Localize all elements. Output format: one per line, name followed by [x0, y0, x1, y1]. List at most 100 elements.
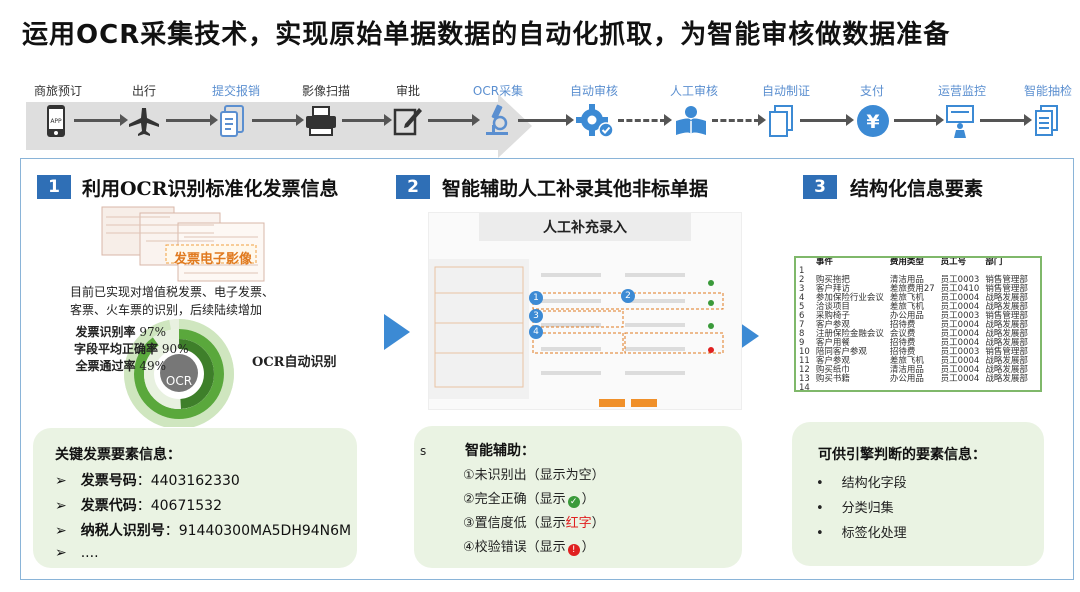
annotation-marker: 4	[529, 325, 543, 339]
table-cell: 招待费	[889, 347, 916, 357]
assist-item: ④校验错误（显示!）	[463, 536, 595, 556]
table-cell: 差旅费用27	[889, 284, 935, 294]
stat-row: 字段平均正确率 90%	[74, 342, 189, 356]
flow-step-label: 商旅预订	[33, 84, 82, 98]
table-cell: 注册保险金融会议	[815, 329, 884, 339]
table-header-row: 事件费用类型员工号部门	[796, 258, 1031, 267]
flow-step-label: 提交报销	[211, 84, 260, 98]
smart-assist-title: 智能辅助：	[465, 443, 535, 459]
table-cell: 员工0004	[940, 293, 980, 303]
table-cell: 员工0004	[940, 329, 980, 339]
engine-fields-box	[792, 422, 1044, 566]
table-cell: 销售管理部	[985, 275, 1028, 285]
table-cell: 销售管理部	[985, 347, 1028, 357]
bullet-arrow-icon: ➢	[55, 498, 67, 514]
table-cell	[938, 384, 983, 390]
key-field-row: ➢发票代码：40671532	[55, 495, 222, 515]
table-cell: 9	[799, 338, 805, 348]
section-1-title: 利用OCR识别标准化发票信息	[82, 178, 339, 200]
table-cell: 12	[799, 365, 810, 375]
flow-arrow	[518, 114, 574, 126]
gear-check-icon	[576, 104, 616, 142]
table-cell: 战略发展部	[985, 338, 1028, 348]
table-header-cell: 部门	[985, 257, 1003, 267]
table-cell: 洽谈项目	[815, 302, 850, 312]
table-cell: 招待费	[889, 320, 916, 330]
key-fields-box	[33, 428, 357, 568]
assist-item-tail: ）	[581, 492, 595, 507]
table-cell: 差旅飞机	[889, 302, 924, 312]
table-cell: 5	[799, 302, 805, 312]
airplane-icon	[127, 106, 161, 140]
key-field-row: ➢发票号码：4403162330	[55, 470, 240, 490]
sampling-icon	[1034, 104, 1060, 142]
flow-step-label: OCR采集	[472, 84, 524, 98]
key-field-value: 4403162330	[150, 473, 240, 489]
table-cell: 清洁用品	[889, 365, 924, 375]
table-cell: 员工0004	[940, 356, 980, 366]
table-cell: 3	[799, 284, 805, 294]
donut-arc-2	[134, 329, 224, 419]
recognition-donut-chart	[124, 319, 234, 427]
flow-arrow-dashed	[712, 114, 766, 126]
table-cell: 11	[799, 356, 810, 366]
error-icon: !	[567, 544, 580, 556]
document-submit-icon	[219, 104, 247, 142]
section-1-number: 1	[37, 175, 71, 199]
table-cell: 招待费	[889, 338, 916, 348]
table-cell: 战略发展部	[985, 329, 1028, 339]
svg-text:APP: APP	[50, 118, 62, 125]
table-cell	[813, 384, 887, 390]
flow-step-label: 自动审核	[569, 84, 618, 98]
yen-icon: ¥	[856, 104, 890, 142]
bullet-dot-icon: •	[816, 501, 824, 516]
table-header-cell: 费用类型	[889, 257, 924, 267]
table-header-cell: 员工号	[940, 257, 967, 267]
colon: ：	[164, 523, 179, 539]
assist-item-text: ③置信度低（显示	[463, 516, 566, 531]
assist-item: ③置信度低（显示红字）	[463, 512, 605, 531]
table-cell: 会议费	[889, 329, 916, 339]
flow-band	[26, 94, 532, 158]
engine-bullet-item: •标签化处理	[816, 522, 907, 541]
assist-item-text: ②完全正确（显示	[463, 492, 566, 507]
assist-item-red-text: 红字	[565, 516, 592, 531]
flow-arrow	[428, 114, 480, 126]
content-frame	[20, 158, 1074, 580]
table-cell: 战略发展部	[985, 374, 1028, 384]
table-cell: 战略发展部	[985, 293, 1028, 303]
table-cell: 6	[799, 311, 805, 321]
manual-entry-title: 人工补充录入	[479, 213, 691, 241]
scanner-icon	[304, 106, 338, 140]
table-cell: 7	[799, 320, 805, 330]
key-field-label: 纳税人识别号	[80, 523, 165, 539]
section-1-desc-1: 目前已实现对增值税发票、电子发票、	[70, 285, 275, 299]
table-cell: 购买纸巾	[815, 365, 850, 375]
engine-bullet-text: 分类归集	[841, 501, 894, 516]
table-cell: 员工0004	[940, 365, 980, 375]
table-cell: 采购椅子	[815, 311, 850, 321]
flow-step-label: 自动制证	[761, 84, 810, 98]
monitor-person-icon	[945, 104, 975, 142]
annotation-marker: 1	[529, 291, 543, 305]
bullet-arrow-icon: ➢	[55, 523, 67, 539]
table-cell: 差旅飞机	[889, 293, 924, 303]
flow-arrow-dashed	[618, 114, 672, 126]
table-cell: 员工0004	[940, 338, 980, 348]
key-field-value: 91440300MA5DH94N6M	[178, 523, 352, 539]
assist-item-tail: ）	[591, 516, 605, 531]
flow-arrow	[894, 114, 944, 126]
reader-icon	[673, 105, 709, 141]
annotation-marker: 3	[529, 309, 543, 323]
engine-bullet-text: 标签化处理	[841, 526, 907, 541]
table-cell: 员工0004	[940, 320, 980, 330]
